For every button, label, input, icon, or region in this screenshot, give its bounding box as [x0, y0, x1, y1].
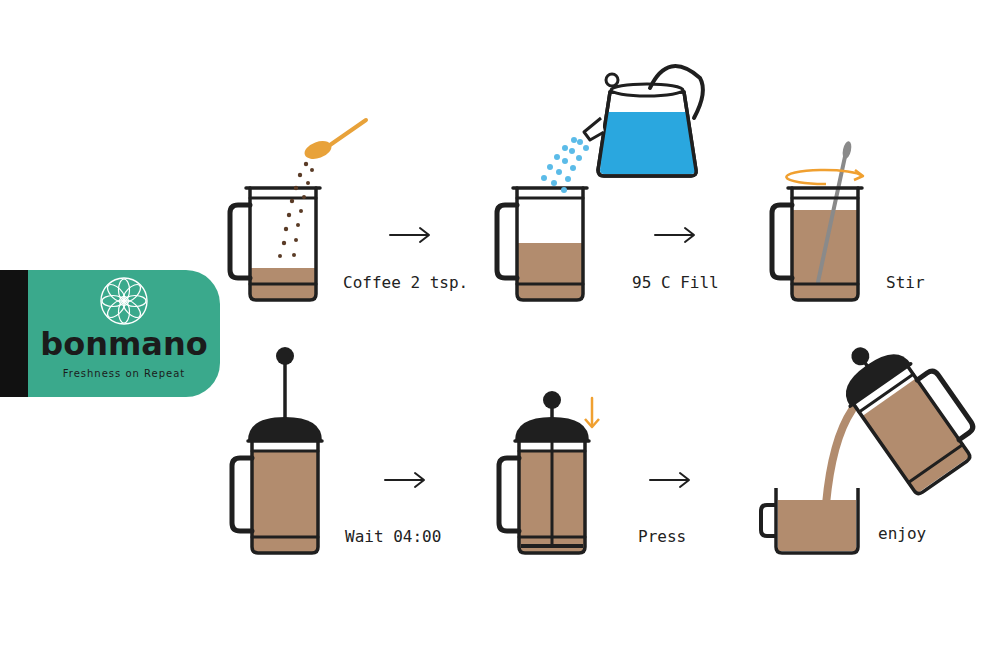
plunger-knob — [543, 391, 561, 409]
ground — [287, 213, 291, 217]
step-arrow-head — [680, 473, 689, 487]
plunger-rod — [283, 362, 287, 418]
step-enjoy — [761, 319, 988, 553]
ground — [278, 254, 282, 258]
logo-mandala — [99, 276, 149, 326]
pour-stream — [826, 410, 852, 504]
mandala-core — [120, 297, 129, 306]
plunger-plate — [521, 544, 583, 548]
pouring-press — [825, 319, 988, 498]
step-arrow — [655, 234, 693, 236]
french-press — [232, 441, 322, 553]
brand-tagline: Freshness on Repeat — [63, 368, 186, 380]
drop — [562, 158, 568, 164]
spoon-bowl — [302, 138, 334, 163]
ground — [290, 199, 294, 203]
drop — [565, 176, 571, 182]
step-caption: enjoy — [878, 524, 926, 543]
water-stream — [541, 137, 589, 193]
step-arrow-head — [420, 228, 429, 242]
mandala-ring — [101, 278, 147, 324]
step-caption: Stir — [886, 273, 925, 292]
ground — [299, 209, 303, 213]
step-caption: Wait 04:00 — [345, 527, 441, 546]
kettle-water — [600, 112, 695, 174]
step-caption: 95 C Fill — [632, 273, 719, 292]
ground — [298, 173, 302, 177]
drop — [577, 139, 583, 145]
drop — [561, 187, 567, 193]
drop — [554, 154, 560, 160]
logo-badge: bonmanoFreshness on Repeat — [28, 270, 220, 397]
cup-coffee — [778, 500, 856, 551]
coffee-fill — [517, 243, 583, 300]
step-arrow — [390, 234, 428, 236]
drop — [583, 145, 589, 151]
kettle-lid — [611, 84, 683, 96]
step-arrow-head — [685, 228, 694, 242]
ground — [282, 241, 286, 245]
step-fill — [497, 66, 703, 300]
ground — [292, 253, 296, 257]
drop — [547, 164, 553, 170]
step-press — [499, 391, 599, 553]
drop — [541, 175, 547, 181]
step-caption: Coffee 2 tsp. — [343, 273, 468, 292]
ground — [296, 223, 300, 227]
ground — [294, 186, 298, 190]
coffee-grounds — [278, 162, 314, 258]
drop — [562, 145, 568, 151]
ground — [310, 168, 314, 172]
drop — [569, 148, 575, 154]
step-wait — [232, 347, 322, 553]
plunger-knob — [276, 347, 294, 365]
step-arrows — [385, 228, 694, 487]
stir-swirl — [786, 170, 862, 184]
ground — [294, 238, 298, 242]
cup-outline — [776, 488, 858, 553]
kettle-outline — [598, 92, 696, 176]
step-arrow — [385, 479, 423, 481]
ground — [302, 195, 306, 199]
drop — [571, 137, 577, 143]
plunger-rod — [551, 441, 554, 545]
kettle-body — [598, 92, 696, 176]
step-arrow — [650, 479, 688, 481]
drop — [576, 155, 582, 161]
press-arrow-head — [585, 419, 599, 427]
french-press — [772, 188, 862, 300]
spoon-handle — [330, 120, 366, 145]
pot-lid — [836, 344, 910, 406]
french-press — [497, 188, 587, 300]
logo-bar — [0, 270, 28, 397]
french-press — [499, 441, 589, 553]
cup-handle — [761, 505, 776, 536]
drop — [570, 165, 576, 171]
stir-spoon-end — [841, 140, 853, 159]
plunger-knob — [848, 344, 873, 369]
ground — [306, 181, 310, 185]
kettle-knob — [606, 74, 618, 86]
kettle-handle — [650, 66, 703, 118]
french-press — [230, 188, 320, 300]
brand-name: bonmano — [40, 328, 207, 362]
pot-lid — [515, 417, 589, 441]
ground — [284, 227, 288, 231]
swirl-head — [854, 170, 863, 180]
mandala-petal — [105, 282, 128, 305]
ground — [304, 162, 308, 166]
step-arrow-head — [415, 473, 424, 487]
step-stir — [772, 140, 863, 300]
drop — [551, 180, 557, 186]
step-caption: Press — [638, 527, 686, 546]
kettle-spout — [584, 118, 604, 140]
press-arrow — [591, 398, 594, 426]
drop — [556, 169, 562, 175]
pot-lid — [248, 417, 322, 441]
